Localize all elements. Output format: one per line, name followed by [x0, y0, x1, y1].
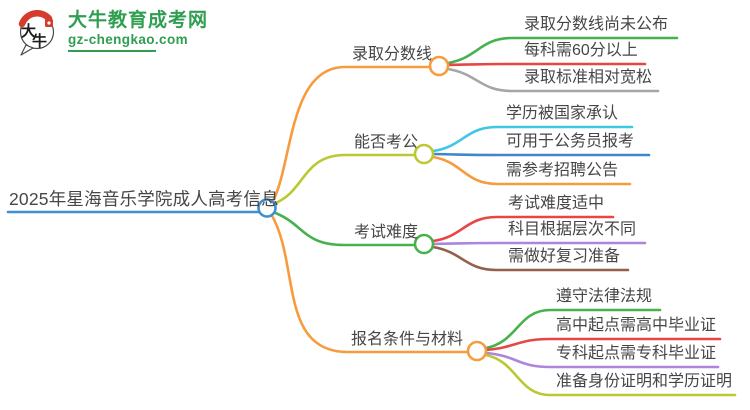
logo-char-2: 牛 — [32, 32, 47, 50]
logo-text: 大牛教育成考网 gz-chengkao.com — [68, 10, 209, 53]
logo-domain: gz-chengkao.com — [68, 31, 189, 47]
branch-connector-civil-service — [271, 153, 416, 206]
child-connector — [446, 67, 660, 93]
child-node-label[interactable]: 高中起点需高中毕业证 — [556, 317, 717, 334]
child-connector — [431, 215, 615, 243]
child-connector — [484, 353, 737, 397]
logo-bubble-icon: 大 牛 — [18, 10, 55, 56]
branch-label-civil-service[interactable]: 能否考公 — [354, 134, 419, 151]
branch-connector-admission-score — [270, 65, 432, 205]
child-connector — [484, 351, 720, 369]
branch-connector-exam-difficulty — [271, 210, 416, 247]
branch-connector-registration — [269, 212, 469, 354]
branch-node-circle[interactable] — [428, 55, 450, 77]
branch-node-circle[interactable] — [466, 340, 488, 362]
child-connector — [431, 125, 634, 153]
child-connector — [446, 36, 679, 65]
child-node-label[interactable]: 录取标准相对宽松 — [524, 69, 653, 86]
root-node-label[interactable]: 2025年星海音乐学院成人高考信息 — [9, 189, 279, 209]
child-node-label[interactable]: 学历被国家承认 — [506, 105, 619, 122]
branch-node-circle[interactable] — [413, 233, 435, 255]
child-connector — [431, 152, 651, 157]
logo-char-1: 大 — [21, 22, 36, 40]
child-node-label[interactable]: 遵守法律法规 — [556, 288, 653, 305]
child-node-label[interactable]: 每科需60分以上 — [524, 42, 638, 59]
bubble-tail — [20, 44, 34, 56]
logo-underline — [68, 50, 156, 53]
branch-node-circle[interactable] — [413, 143, 435, 165]
child-connector — [431, 245, 630, 272]
child-node-label[interactable]: 需参考招聘公告 — [506, 162, 619, 179]
child-node-label[interactable]: 考试难度适中 — [508, 195, 605, 212]
child-connector — [484, 337, 722, 352]
child-node-label[interactable]: 专科起点需专科毕业证 — [556, 345, 717, 362]
child-node-label[interactable]: 科目根据层次不同 — [508, 221, 637, 238]
branch-label-registration[interactable]: 报名条件与材料 — [351, 331, 464, 348]
child-node-label[interactable]: 需做好复习准备 — [508, 248, 621, 265]
logo-title: 大牛教育成考网 — [68, 10, 209, 31]
root-node-circle[interactable] — [257, 198, 277, 218]
child-node-label[interactable]: 可用于公务员报考 — [506, 133, 635, 150]
child-connector — [431, 155, 632, 186]
child-node-label[interactable]: 准备身份证明和学历证明 — [556, 373, 733, 390]
child-connector — [446, 62, 647, 67]
child-connector — [484, 308, 662, 350]
child-node-label[interactable]: 录取分数线尚未公布 — [524, 16, 669, 33]
branch-label-admission-score[interactable]: 录取分数线 — [352, 46, 433, 63]
site-logo[interactable]: 大 牛 大牛教育成考网 gz-chengkao.com — [16, 10, 208, 58]
branch-label-exam-difficulty[interactable]: 考试难度 — [354, 224, 419, 241]
red-cap — [18, 10, 53, 28]
child-connector — [431, 241, 647, 246]
